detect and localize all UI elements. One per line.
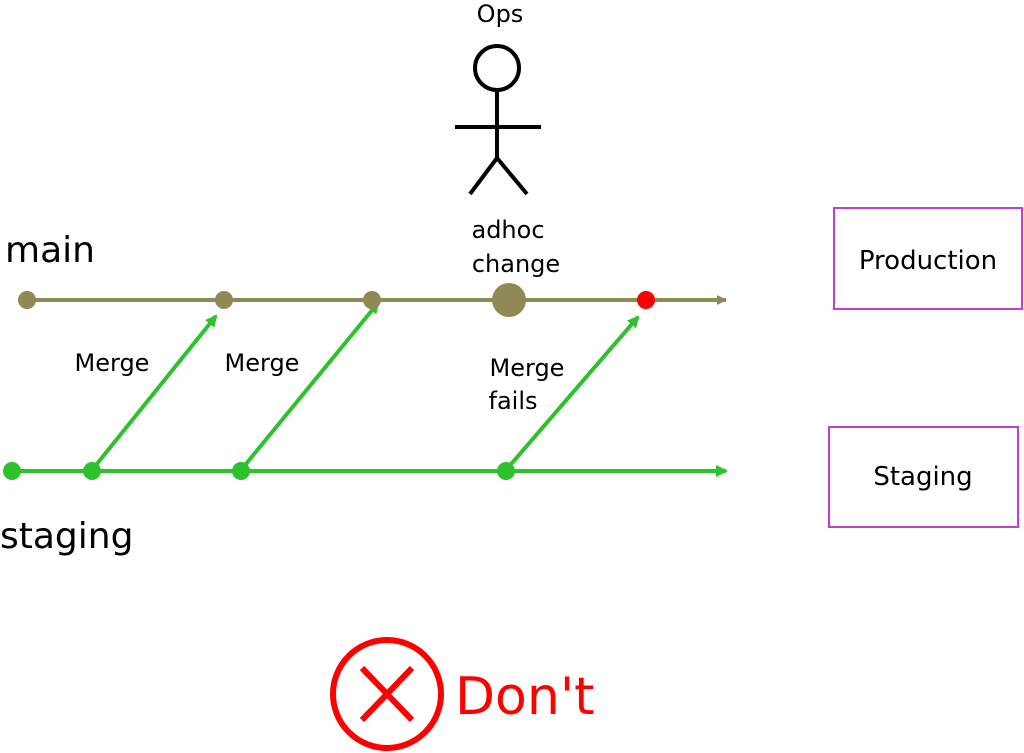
main-failed-commit [637, 291, 655, 309]
main-commit-2 [215, 291, 233, 309]
staging-commit-4 [497, 462, 515, 480]
dont-label: Don't [455, 667, 595, 727]
x-circle-icon [330, 637, 444, 751]
production-box [833, 207, 1023, 310]
staging-commit-3 [232, 462, 250, 480]
stick-figure-icon [455, 44, 541, 196]
adhoc-label-line2: change [472, 250, 560, 278]
merge-label-2: Merge [225, 349, 300, 377]
main-commit-1 [18, 291, 36, 309]
adhoc-label-line1: adhoc [471, 216, 544, 244]
staging-branch-label: staging [0, 516, 133, 557]
staging-commit-1 [3, 462, 21, 480]
staging-commit-2 [83, 462, 101, 480]
production-label: Production [859, 246, 997, 276]
merge-fails-label-line2: fails [489, 387, 538, 415]
main-adhoc-commit [492, 283, 526, 317]
merge-arrow-2 [239, 301, 380, 472]
main-commit-3 [363, 291, 381, 309]
merge-label-1: Merge [75, 349, 150, 377]
ops-label: Ops [477, 0, 524, 28]
staging-env-label: Staging [873, 462, 972, 492]
merge-arrow-1 [90, 314, 218, 472]
merge-fails-arrow [504, 315, 640, 472]
staging-env-box [828, 426, 1019, 528]
merge-fails-label-line1: Merge [490, 354, 565, 382]
main-branch-label: main [5, 230, 95, 271]
